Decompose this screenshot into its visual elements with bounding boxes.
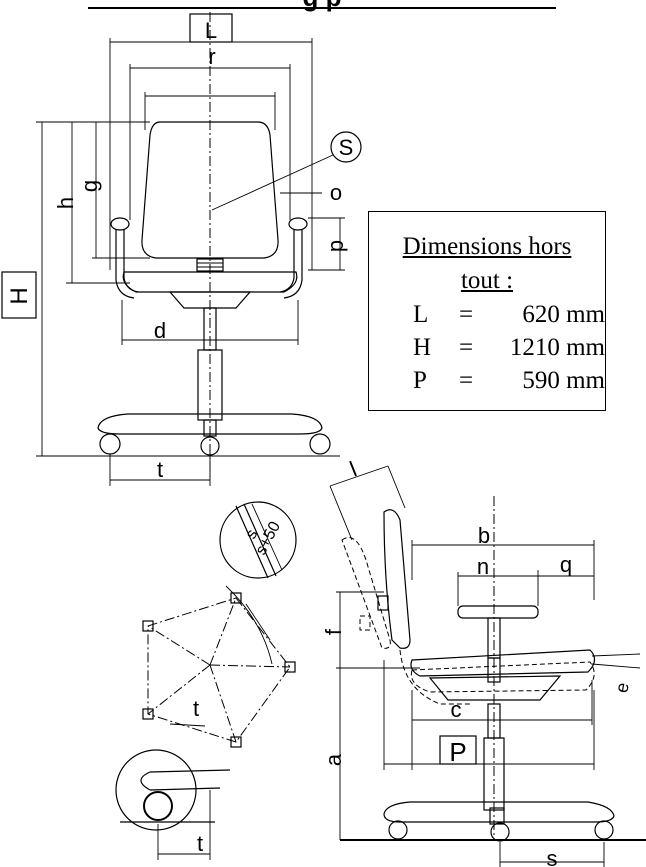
wheel-detail: t <box>115 749 231 860</box>
dimensions-title-line1: Dimensions hors <box>402 233 572 260</box>
label-H-box <box>1 271 37 319</box>
seat-mechanism-front <box>168 291 252 309</box>
label-b: b <box>478 523 490 548</box>
gas-spring-side <box>483 737 505 811</box>
callout-S-leader <box>211 154 334 211</box>
label-H: H <box>6 287 33 304</box>
dimension-key: P <box>413 367 427 394</box>
front-view: L r S o <box>1 12 362 486</box>
star-base-top-view: t <box>142 585 296 748</box>
label-n: n <box>477 554 489 579</box>
label-e: e <box>611 681 632 694</box>
seat-mechanism-side <box>428 675 562 701</box>
backrest-side <box>383 509 411 649</box>
label-P-box <box>439 735 477 765</box>
armrest-left-post <box>115 230 135 299</box>
wheel <box>143 791 173 821</box>
dimension-key: H <box>413 334 432 361</box>
seat-side-tilted <box>410 661 595 693</box>
label-t-wheel: t <box>197 831 203 856</box>
label-f: f <box>321 628 346 635</box>
label-S: S <box>339 135 354 160</box>
label-g: g <box>77 180 102 192</box>
dimension-row-L: L = 620 mm <box>369 298 605 331</box>
caster-side-right <box>594 820 614 840</box>
armrest-right-pad <box>288 217 308 231</box>
label-c: c <box>451 697 462 722</box>
caster-side-center <box>490 822 510 842</box>
base-side <box>383 801 615 823</box>
dimension-eq: = <box>459 334 474 361</box>
label-L: L <box>205 18 217 43</box>
label-q: q <box>560 552 572 577</box>
callout-S <box>330 131 362 163</box>
base-arc <box>225 585 273 665</box>
detail-s-circle: s s+50 <box>219 501 297 579</box>
backrest-front <box>141 121 279 259</box>
label-p: p <box>323 240 348 252</box>
backrest-tilted <box>341 537 391 649</box>
dimension-key: L <box>413 301 429 328</box>
dimensions-title-line2: tout : <box>460 267 514 294</box>
caster-side-left <box>388 820 408 840</box>
dimension-eq: = <box>459 367 474 394</box>
dimension-value: 620 mm <box>522 301 605 328</box>
label-o: o <box>330 180 342 205</box>
dimension-value: 590 mm <box>522 367 605 394</box>
armrest-left-pad <box>110 217 130 231</box>
label-r: r <box>208 44 215 69</box>
dimension-row-P: P = 590 mm <box>369 364 605 397</box>
armrest-side <box>457 605 539 619</box>
side-view: l b n q f e <box>321 457 646 867</box>
seat-front <box>122 271 298 293</box>
label-h: h <box>53 197 78 209</box>
caster-left <box>99 433 121 455</box>
dimension-value: 1210 mm <box>509 334 605 361</box>
dimension-eq: = <box>459 301 474 328</box>
seat-side <box>410 649 596 677</box>
label-t-star: t <box>193 696 199 721</box>
backrest-bracket <box>196 258 224 272</box>
dimension-row-H: H = 1210 mm <box>369 331 605 364</box>
dimensions-panel: Dimensions hors tout : L = 620 mm H = 12… <box>368 211 606 411</box>
label-a: a <box>321 753 346 766</box>
armrest-right-post <box>283 230 303 299</box>
star-base-outline <box>147 597 291 743</box>
label-P: P <box>449 737 466 767</box>
title-partial: g p <box>303 0 342 12</box>
label-l: l <box>346 457 360 482</box>
label-d: d <box>154 318 166 343</box>
label-s: s <box>547 846 558 867</box>
label-t: t <box>157 457 163 482</box>
caster-right <box>309 433 331 455</box>
